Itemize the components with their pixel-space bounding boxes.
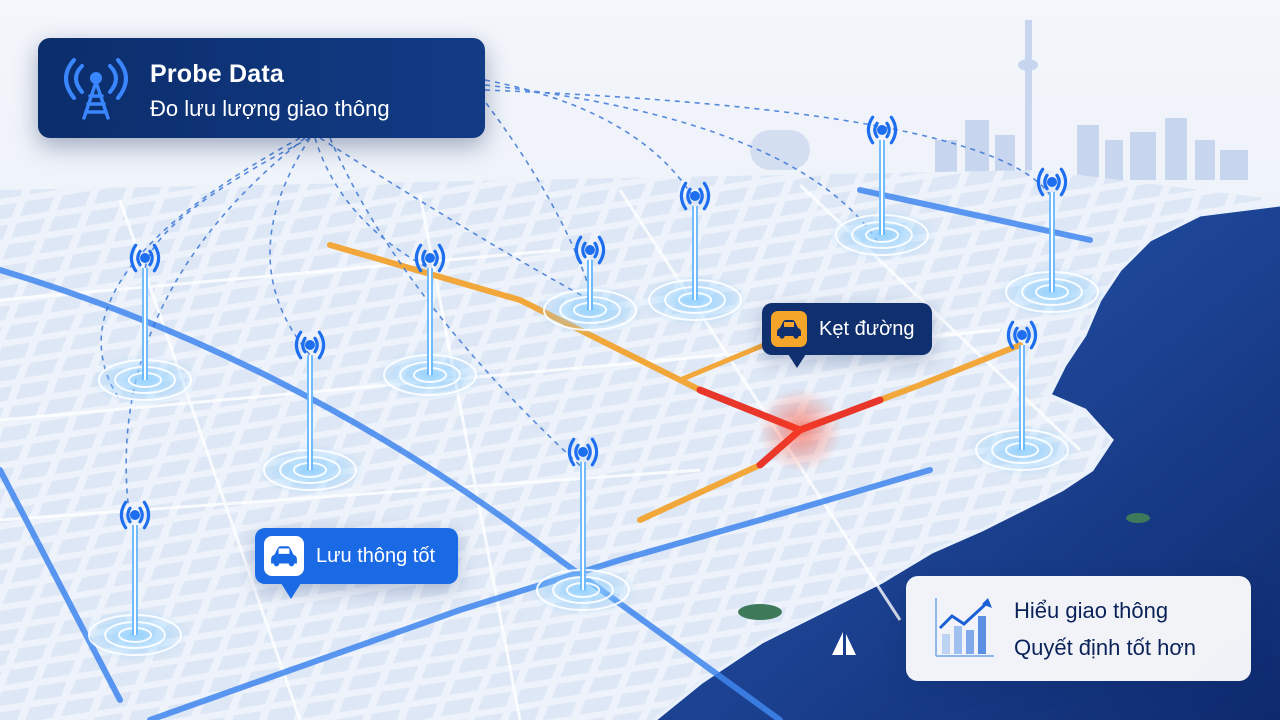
cell-tower-icon — [375, 243, 485, 401]
panel-subtitle: Đo lưu lượng giao thông — [150, 96, 390, 121]
sailboat — [832, 632, 856, 655]
free-flow-callout-pointer — [281, 583, 301, 599]
congestion-label: Kẹt đường — [819, 317, 915, 340]
insight-line-2: Quyết định tốt hơn — [1014, 635, 1196, 660]
cell-tower-icon — [967, 320, 1077, 476]
arterial-roads — [0, 187, 1093, 720]
free-flow-callout[interactable]: Lưu thông tốt — [255, 528, 458, 584]
congestion-callout-pointer — [788, 354, 806, 368]
insight-line-1: Hiểu giao thông — [1014, 598, 1169, 623]
car-icon — [264, 536, 304, 576]
cell-tower-icon — [255, 330, 365, 496]
island — [1126, 513, 1150, 523]
cell-tower-icon — [640, 181, 750, 326]
congested-roads — [327, 242, 1023, 523]
congestion-callout[interactable]: Kẹt đường — [762, 303, 932, 355]
insight-card: Hiểu giao thông Quyết định tốt hơn — [906, 576, 1251, 681]
growth-chart-icon — [935, 598, 994, 657]
island — [738, 604, 782, 620]
cell-tower-icon — [997, 167, 1107, 318]
cell-tower-icon — [535, 235, 645, 336]
car-icon — [771, 311, 807, 347]
cell-tower-icon — [64, 58, 128, 120]
coastline — [654, 203, 1280, 720]
cell-tower-icon — [80, 500, 190, 661]
cell-tower-icon — [827, 115, 937, 261]
cell-tower-icon — [528, 437, 638, 616]
tower-group — [80, 115, 1107, 661]
skyline — [750, 20, 1248, 180]
probe-data-panel: Probe Data Đo lưu lượng giao thông — [38, 38, 485, 138]
cell-tower-icon — [90, 243, 200, 406]
panel-title: Probe Data — [150, 60, 284, 88]
free-flow-label: Lưu thông tốt — [316, 544, 436, 567]
